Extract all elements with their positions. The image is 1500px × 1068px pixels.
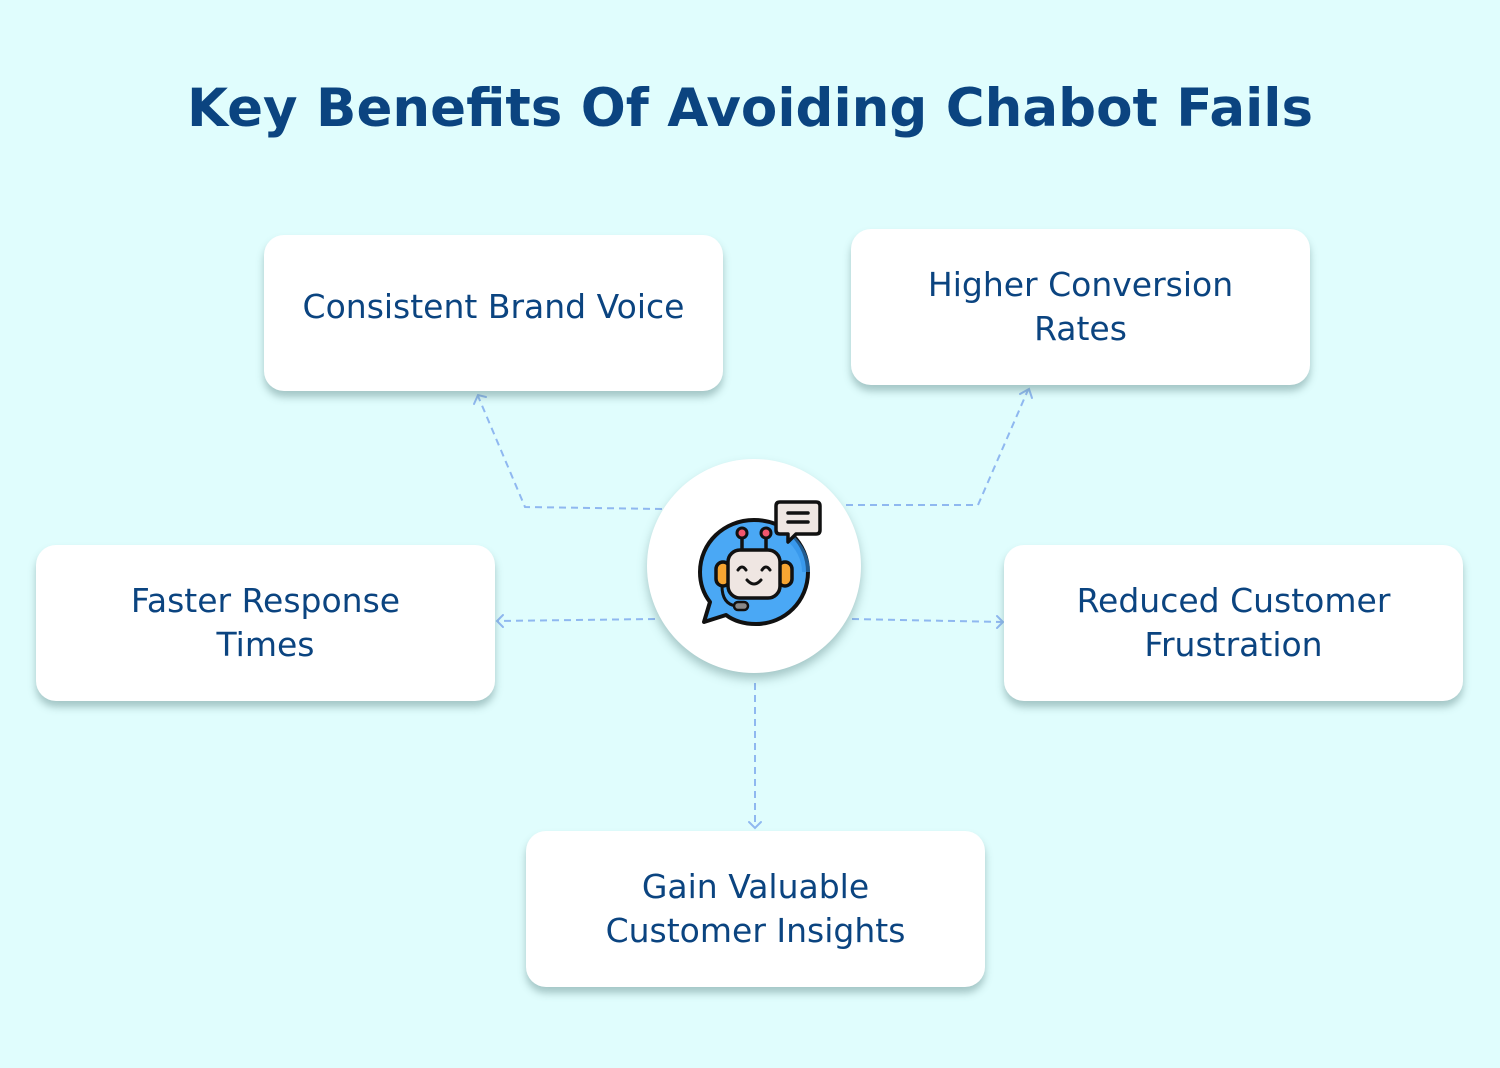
- arrowhead-frustration: [996, 615, 1005, 629]
- arrowhead-conversion: [1019, 387, 1033, 399]
- connector-to-response: [497, 618, 656, 622]
- chatbot-robot-icon: [698, 500, 822, 626]
- connector-to-frustration: [851, 618, 1003, 623]
- arrowhead-response: [495, 614, 504, 628]
- benefit-label-line-2: Customer Insights: [605, 911, 906, 950]
- benefit-label-line-1: Higher Conversion: [927, 265, 1234, 304]
- benefit-box-gain-valuable-customer-insights: Gain Valuable Customer Insights: [526, 831, 985, 987]
- benefit-box-faster-response-times: Faster Response Times: [36, 545, 495, 701]
- benefit-box-reduced-customer-frustration: Reduced Customer Frustration: [1004, 545, 1463, 701]
- connector-to-brand: [477, 395, 663, 510]
- benefit-label-line-2: Times: [216, 625, 315, 664]
- benefit-label-line-1: Reduced Customer: [1076, 581, 1391, 620]
- connector-to-conversion: [846, 389, 1029, 506]
- benefit-label-line-1: Gain Valuable: [641, 867, 870, 906]
- benefit-box-higher-conversion-rates: Higher Conversion Rates: [851, 229, 1310, 385]
- benefit-label-line-2: Frustration: [1144, 625, 1323, 664]
- benefit-label: Consistent Brand Voice: [302, 287, 685, 326]
- arrowhead-insights: [748, 821, 762, 830]
- benefit-box-consistent-brand-voice: Consistent Brand Voice: [264, 235, 723, 391]
- page-title: Key Benefits Of Avoiding Chabot Fails: [186, 78, 1314, 139]
- benefit-label-line-2: Rates: [1034, 309, 1127, 348]
- central-hub: [647, 459, 861, 673]
- arrowhead-brand: [473, 393, 487, 405]
- benefit-label-line-1: Faster Response: [130, 581, 401, 620]
